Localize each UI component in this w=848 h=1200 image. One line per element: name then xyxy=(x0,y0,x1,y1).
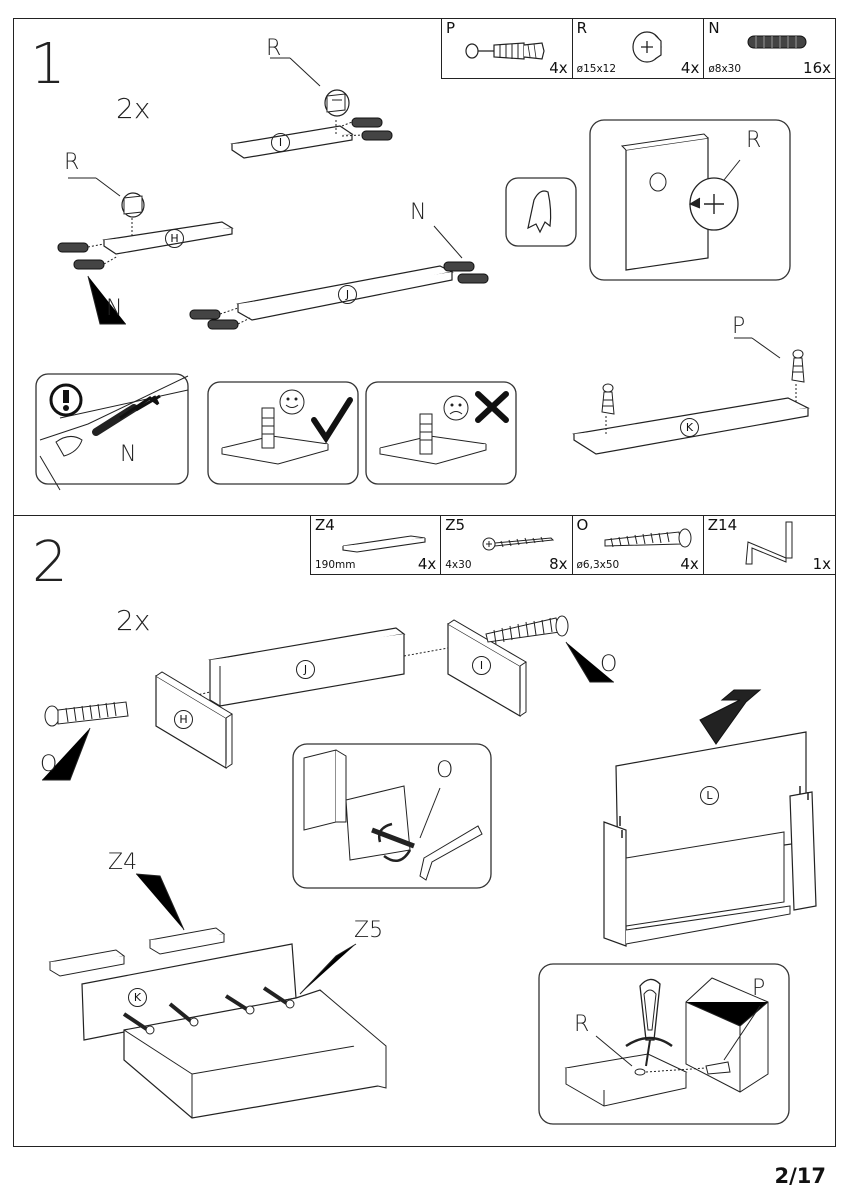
panel-label-k: K xyxy=(128,988,147,1007)
part-cell-n: N ø8x30 16x xyxy=(704,19,835,78)
part-letter: P xyxy=(446,19,456,37)
part-dim: ø6,3x50 xyxy=(576,559,620,571)
panel-label-h: H xyxy=(174,710,193,729)
callout-r-detail: R xyxy=(574,1012,590,1037)
panel-label-h: H xyxy=(165,229,184,248)
part-qty: 16x xyxy=(803,59,832,77)
part-letter: Z4 xyxy=(315,516,335,534)
part-cell-o: O ø6,3x50 4x xyxy=(573,516,704,574)
confirmat-screw-icon xyxy=(604,528,691,548)
callout-n-bottom: N xyxy=(106,296,123,321)
callout-r-left: R xyxy=(64,150,80,175)
allen-key-icon xyxy=(745,521,793,565)
step-1-assembly-drawing xyxy=(35,57,810,491)
callout-o-left: O xyxy=(40,752,58,777)
part-letter: O xyxy=(576,516,589,534)
part-dim: 4x30 xyxy=(445,559,472,571)
step-1-parts-table: P 4x R ø15x12 4x N ø8x30 16x xyxy=(441,18,836,79)
page-number: 2/17 xyxy=(774,1164,826,1188)
step-2-number: 2 xyxy=(32,530,68,595)
part-cell-z4: Z4 190mm 4x xyxy=(311,516,442,574)
callout-n-right: N xyxy=(410,200,427,225)
panel-label-i: I xyxy=(472,656,491,675)
callout-p-detail: P xyxy=(752,976,766,1001)
part-qty: 1x xyxy=(812,555,831,573)
part-qty: 4x xyxy=(680,555,699,573)
part-cell-z14: Z14 1x xyxy=(704,516,835,574)
wood-strip-icon xyxy=(342,535,426,553)
cam-lock-icon xyxy=(632,31,662,63)
panel-label-l: L xyxy=(700,786,719,805)
callout-p-right: P xyxy=(732,314,746,339)
part-dim: ø15x12 xyxy=(576,63,617,75)
part-dim: 190mm xyxy=(315,559,356,571)
step-2-multiplier: 2x xyxy=(116,604,151,637)
panel-label-j: J xyxy=(338,285,357,304)
panel-label-j: J xyxy=(296,660,315,679)
wood-dowel-icon xyxy=(747,35,807,49)
callout-n-warning: N xyxy=(120,442,137,467)
part-cell-z5: Z5 4x30 8x xyxy=(441,516,573,574)
panel-label-k: K xyxy=(680,418,699,437)
callout-z5: Z5 xyxy=(354,918,384,943)
wood-screw-icon xyxy=(482,536,555,551)
part-letter: Z14 xyxy=(707,516,738,534)
part-qty: 4x xyxy=(417,555,437,573)
callout-z4: Z4 xyxy=(108,850,138,875)
part-letter: R xyxy=(576,19,588,37)
part-letter: Z5 xyxy=(445,516,466,534)
step-1-multiplier: 2x xyxy=(116,92,151,125)
callout-o-right: O xyxy=(600,652,618,677)
part-qty: 4x xyxy=(549,59,568,77)
callout-r-detail: R xyxy=(746,128,762,153)
part-letter: N xyxy=(708,19,720,37)
step-2-parts-table: Z4 190mm 4x Z5 4x30 8x O ø6,3x50 4x Z14 xyxy=(310,515,836,575)
part-cell-r: R ø15x12 4x xyxy=(573,19,705,78)
cam-bolt-icon xyxy=(465,42,545,60)
part-qty: 4x xyxy=(680,59,700,77)
step-1-number: 1 xyxy=(30,32,66,97)
part-qty: 8x xyxy=(549,555,568,573)
part-cell-p: P 4x xyxy=(442,19,573,78)
callout-o-detail: O xyxy=(436,758,454,783)
callout-r-top: R xyxy=(266,36,282,61)
part-dim: ø8x30 xyxy=(708,63,742,75)
panel-label-i: I xyxy=(271,133,290,152)
